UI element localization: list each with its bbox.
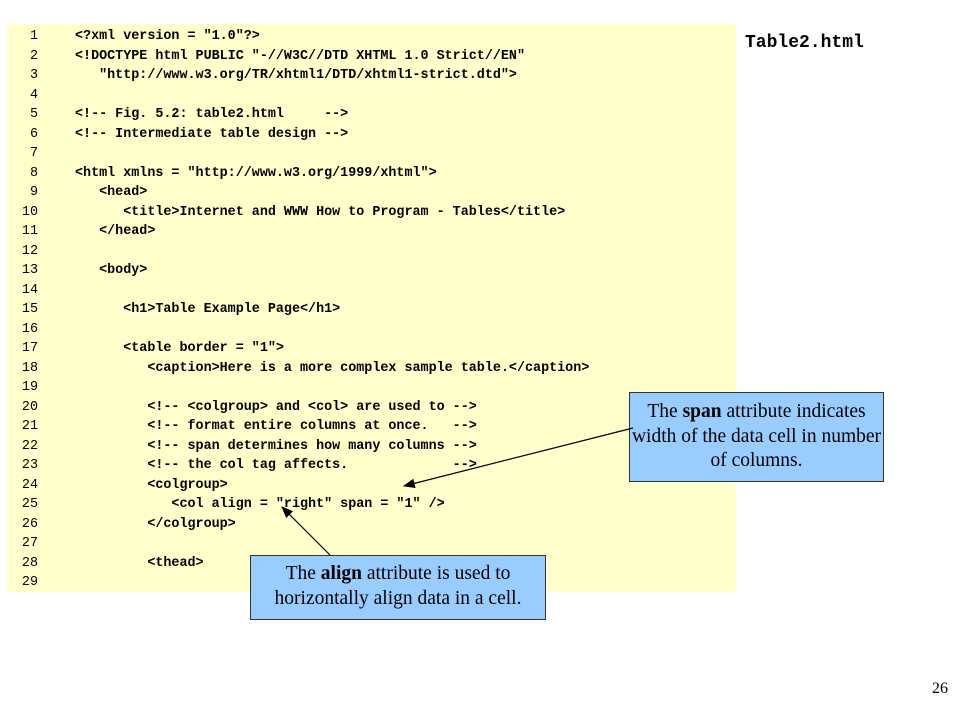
line-number: 19: [21, 380, 38, 395]
code-line: 12: [7, 242, 736, 262]
code-text: <!-- the col tag affects. -->: [75, 458, 477, 473]
line-number: 17: [21, 341, 38, 356]
code-line: 2 <!DOCTYPE html PUBLIC "-//W3C//DTD XHTM…: [7, 47, 736, 67]
line-number: 11: [21, 224, 38, 239]
line-number: 21: [21, 419, 38, 434]
callout-text-before: The: [647, 401, 683, 422]
code-text: <caption>Here is a more complex sample t…: [75, 360, 590, 376]
code-line: 21 <!-- format entire columns at once. -…: [7, 417, 736, 437]
code-line: 1 <?xml version = "1.0"?>: [7, 27, 736, 47]
line-number: 29: [21, 575, 38, 590]
code-line: 16: [7, 320, 736, 340]
code-text: </head>: [75, 224, 156, 239]
code-line: 4: [7, 86, 736, 106]
span-attribute-callout: The span attribute indicates width of th…: [629, 392, 884, 482]
line-number: 15: [21, 302, 38, 317]
line-number: 14: [21, 282, 38, 298]
line-number: 18: [21, 360, 38, 376]
code-line: 5 <!-- Fig. 5.2: table2.html -->: [7, 105, 736, 125]
code-line: 26 </colgroup>: [7, 515, 736, 535]
line-number: 13: [21, 263, 38, 278]
code-text: <colgroup>: [75, 477, 228, 493]
code-line: 10 <title>Internet and WWW How to Progra…: [7, 203, 736, 223]
code-line: 25 <col align = "right" span = "1" />: [7, 495, 736, 515]
callout-keyword: align: [320, 563, 362, 584]
code-line: 17 <table border = "1">: [7, 339, 736, 359]
code-line: 8 <html xmlns = "http://www.w3.org/1999/x…: [7, 164, 736, 184]
code-text: <?xml version = "1.0"?>: [75, 29, 260, 44]
line-number: 25: [21, 497, 38, 512]
code-line: 19: [7, 378, 736, 398]
code-line: 24 <colgroup>: [7, 476, 736, 496]
code-text: <col align = "right" span = "1" />: [75, 497, 445, 512]
callout-text-after: attribute is used to horizontally align …: [274, 563, 522, 609]
code-text: <!-- span determines how many columns --…: [75, 438, 477, 454]
line-number: 28: [21, 555, 38, 571]
code-text: <title>Internet and WWW How to Program -…: [75, 204, 566, 220]
code-line: 23 <!-- the col tag affects. -->: [7, 456, 736, 476]
code-text: <thead>: [75, 555, 204, 571]
code-line: 7: [7, 144, 736, 164]
code-text: <head>: [75, 185, 148, 200]
line-number: 16: [21, 321, 38, 337]
line-number: 12: [21, 243, 38, 259]
code-line: 20 <!-- <colgroup> and <col> are used to…: [7, 398, 736, 418]
line-number: 7: [29, 146, 38, 161]
line-number: 22: [21, 438, 38, 454]
code-line: 29: [7, 573, 736, 593]
code-text: <table border = "1">: [75, 341, 284, 356]
code-line: 14: [7, 281, 736, 301]
code-text: <!-- <colgroup> and <col> are used to --…: [75, 399, 477, 415]
code-line: 9 <head>: [7, 183, 736, 203]
page-number: 26: [932, 680, 948, 697]
callout-text-before: The: [285, 563, 321, 584]
line-number: 27: [21, 536, 38, 551]
code-text: "http://www.w3.org/TR/xhtml1/DTD/xhtml1-…: [75, 68, 517, 83]
line-number: 3: [29, 68, 38, 83]
line-number: 10: [21, 204, 38, 220]
code-panel: 1 <?xml version = "1.0"?> 2 <!DOCTYPE html …: [7, 24, 736, 592]
file-title: Table2.html: [745, 33, 864, 53]
callout-text-after: attribute indicates width of the data ce…: [631, 401, 882, 471]
code-text: <body>: [75, 263, 148, 278]
callout-keyword: span: [682, 401, 722, 422]
code-text: <h1>Table Example Page</h1>: [75, 302, 341, 317]
line-number: 6: [29, 126, 38, 142]
line-number: 1: [29, 29, 38, 44]
code-line: 15 <h1>Table Example Page</h1>: [7, 300, 736, 320]
code-text: <!-- format entire columns at once. -->: [75, 419, 477, 434]
line-number: 24: [21, 477, 38, 493]
code-line: 13 <body>: [7, 261, 736, 281]
line-number: 2: [29, 48, 38, 64]
align-attribute-callout: The align attribute is used to horizonta…: [250, 555, 546, 620]
code-line: 3 "http://www.w3.org/TR/xhtml1/DTD/xhtml…: [7, 66, 736, 86]
code-text: <html xmlns = "http://www.w3.org/1999/xh…: [75, 165, 437, 181]
code-line: 28 <thead>: [7, 554, 736, 574]
code-line: 6 <!-- Intermediate table design -->: [7, 125, 736, 145]
line-number: 9: [29, 185, 38, 200]
code-listing: 1 <?xml version = "1.0"?> 2 <!DOCTYPE html …: [7, 27, 736, 593]
code-line: 18 <caption>Here is a more complex sampl…: [7, 359, 736, 379]
line-number: 20: [21, 399, 38, 415]
line-number: 23: [21, 458, 38, 473]
line-number: 5: [29, 107, 38, 122]
code-line: 11 </head>: [7, 222, 736, 242]
code-text: </colgroup>: [75, 516, 236, 532]
line-number: 26: [21, 516, 38, 532]
code-text: <!-- Fig. 5.2: table2.html -->: [75, 107, 349, 122]
code-line: 22 <!-- span determines how many columns…: [7, 437, 736, 457]
line-number: 4: [29, 87, 38, 103]
code-text: <!-- Intermediate table design -->: [75, 126, 349, 142]
line-number: 8: [29, 165, 38, 181]
code-text: <!DOCTYPE html PUBLIC "-//W3C//DTD XHTML…: [75, 48, 525, 64]
code-line: 27: [7, 534, 736, 554]
